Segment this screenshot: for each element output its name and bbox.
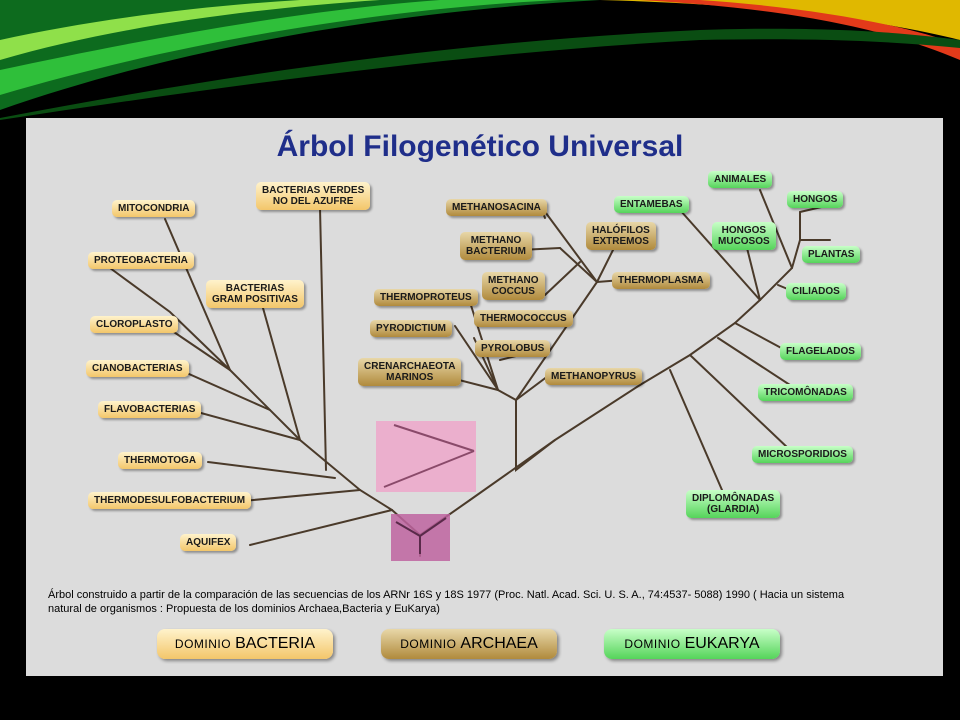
label-line: DIPLOMÔNADAS (692, 493, 775, 504)
label-thermoproteus: THERMOPROTEUS (374, 289, 478, 306)
label-methanosacina: METHANOSACINA (446, 199, 547, 216)
legend-name: BACTERIA (235, 635, 316, 652)
label-methanococcus: METHANO COCCUS (482, 272, 545, 300)
label-pyrolobus: PYROLOBUS (475, 340, 551, 357)
root-highlight-box (391, 514, 450, 561)
legend-name: ARCHAEA (460, 635, 538, 652)
legend-prefix: DOMINIO (174, 637, 232, 651)
label-line: (GLARDIA) (707, 504, 760, 515)
highlight-branch-lines (383, 424, 475, 488)
label-methanobacterium: METHANO BACTERIUM (460, 232, 532, 260)
legend-dominio-eukarya: DOMINIO EUKARYA (604, 629, 780, 659)
label-line: CRENARCHAEOTA (364, 361, 456, 372)
label-line: NO DEL AZUFRE (272, 196, 354, 207)
label-pyrodictium: PYRODICTIUM (370, 320, 452, 337)
label-line: EXTREMOS (592, 236, 649, 247)
label-flavobacterias: FLAVOBACTERIAS (98, 401, 202, 418)
label-methanopyrus: METHANOPYRUS (545, 368, 643, 385)
label-line: METHANO (488, 275, 539, 286)
label-thermodesulfobacterium: THERMODESULFOBACTERIUM (88, 492, 252, 509)
label-thermococcus: THERMOCOCCUS (474, 310, 573, 327)
label-tricomonadas: TRICOMÔNADAS (758, 384, 853, 401)
label-microsporidios: MICROSPORIDIOS (752, 446, 853, 463)
label-gram-positivas: BACTERIAS GRAM POSITIVAS (206, 280, 304, 308)
label-line: MARINOS (386, 372, 434, 383)
label-mitocondria: MITOCONDRIA (112, 200, 196, 217)
label-line: BACTERIAS VERDES (262, 185, 365, 196)
root-branch-lines (395, 517, 447, 554)
label-cianobacterias: CIANOBACTERIAS (86, 360, 189, 377)
label-line: GRAM POSITIVAS (212, 294, 298, 305)
label-halofilos: HALÓFILOS EXTREMOS (586, 222, 656, 250)
label-line: MUCOSOS (718, 236, 770, 247)
legend-prefix: DOMINIO (624, 637, 681, 651)
legend-dominio-bacteria: DOMINIO BACTERIA (157, 629, 333, 659)
label-crenarchaeota: CRENARCHAEOTA MARINOS (358, 358, 462, 386)
label-proteobacteria: PROTEOBACTERIA (88, 252, 194, 269)
label-line: BACTERIUM (466, 246, 526, 257)
label-line: HALÓFILOS (592, 225, 650, 236)
label-bacterias-verdes: BACTERIAS VERDES NO DEL AZUFRE (256, 182, 371, 210)
label-animales: ANIMALES (708, 171, 773, 188)
label-aquifex: AQUIFEX (180, 534, 237, 551)
legend-name: EUKARYA (684, 635, 760, 652)
diagram-caption: Árbol construido a partir de la comparac… (48, 589, 845, 615)
legend-dominio-archaea: DOMINIO ARCHAEA (381, 629, 557, 659)
diagram-title: Árbol Filogenético Universal (276, 130, 684, 163)
label-line: METHANO (470, 235, 522, 246)
label-ciliados: CILIADOS (786, 283, 846, 300)
label-line: BACTERIAS (225, 283, 285, 294)
label-diplomonadas: DIPLOMÔNADAS (GLARDIA) (686, 490, 781, 518)
label-line: COCCUS (491, 286, 535, 297)
label-flagelados: FLAGELADOS (780, 343, 861, 360)
highlight-box (376, 421, 476, 492)
label-entamebas: ENTAMEBAS (614, 196, 689, 213)
label-plantas: PLANTAS (802, 246, 861, 263)
label-thermotoga: THERMOTOGA (118, 452, 203, 469)
legend-prefix: DOMINIO (400, 637, 457, 651)
label-hongos-mucosos: HONGOS MUCOSOS (712, 222, 776, 250)
label-hongos: HONGOS (787, 191, 844, 208)
label-line: HONGOS (721, 225, 767, 236)
label-cloroplasto: CLOROPLASTO (90, 316, 179, 333)
decorative-header-stripes (0, 0, 960, 120)
label-thermoplasma: THERMOPLASMA (612, 272, 710, 289)
